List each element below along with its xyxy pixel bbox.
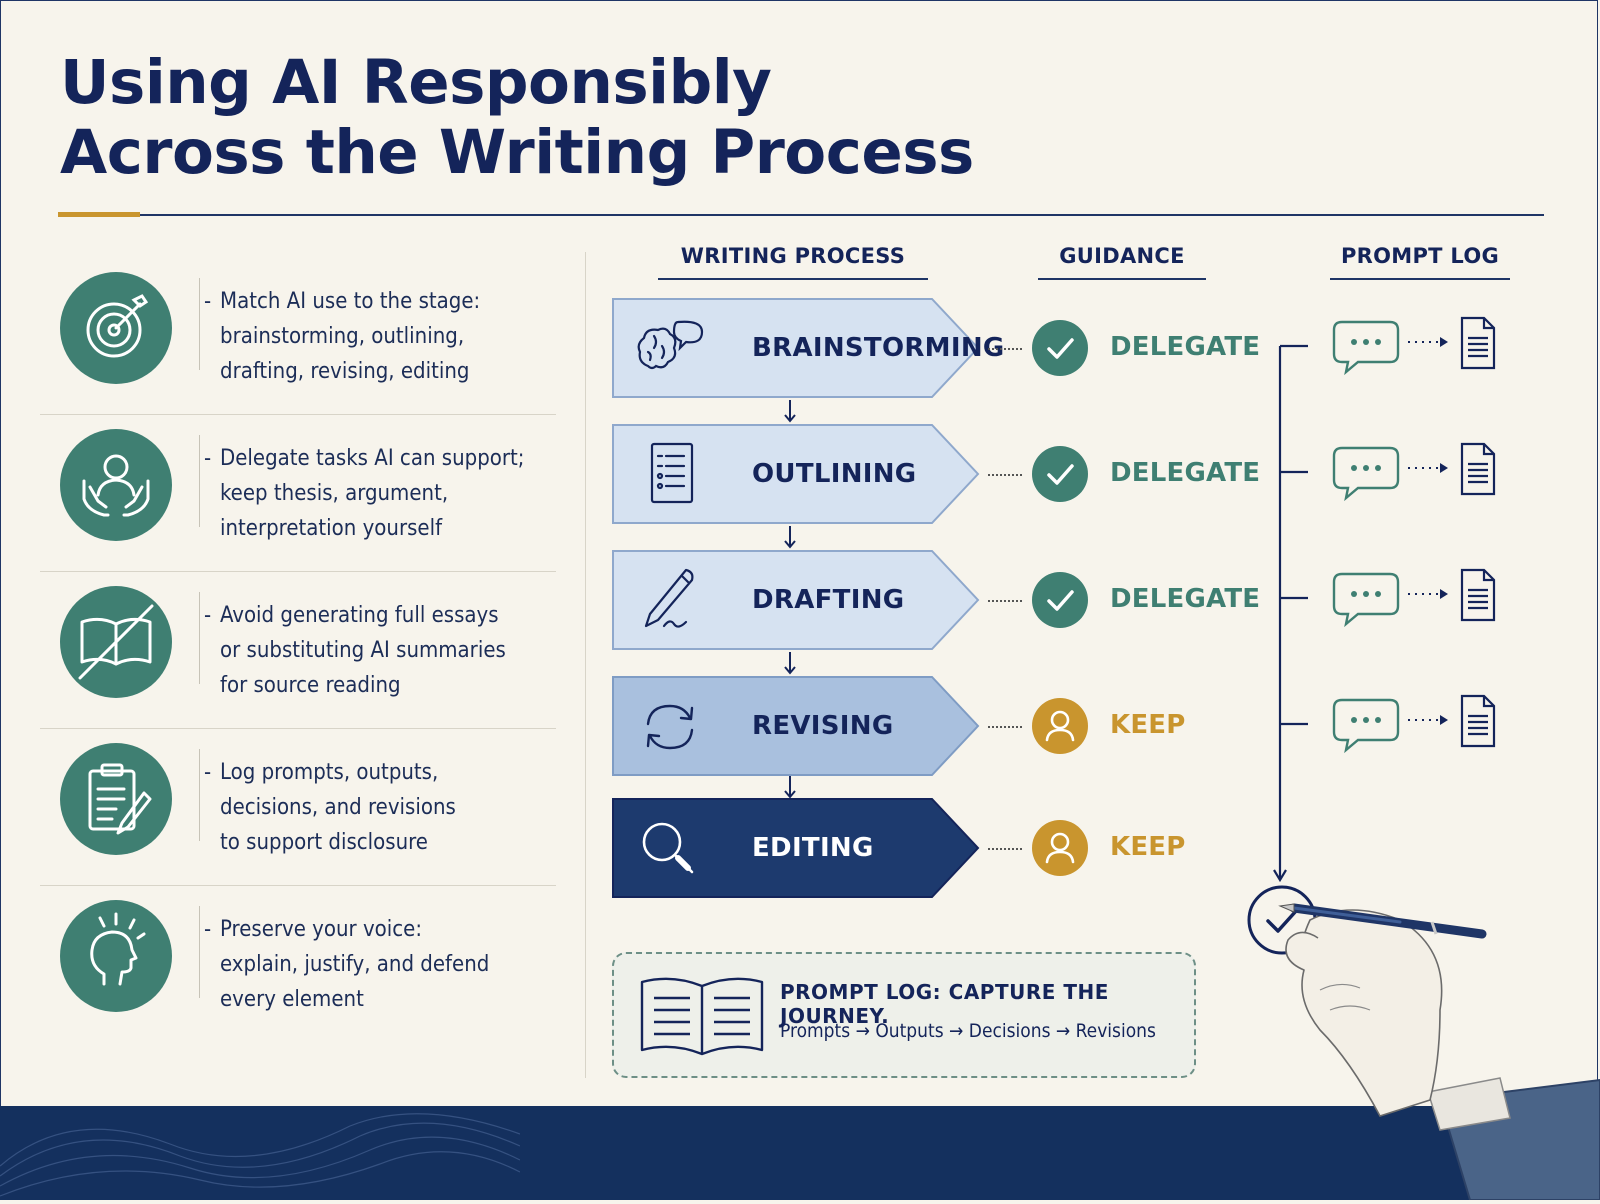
title-line-1: Using AI Responsibly — [60, 47, 772, 118]
callout-title: PROMPT LOG: CAPTURE THE JOURNEY. — [780, 980, 1109, 1028]
principle-text: - Avoid generating full essays or substi… — [204, 603, 506, 698]
stage-label: OUTLINING — [752, 459, 917, 489]
prompt-log-entry — [1290, 688, 1520, 758]
principle-item: - Delegate tasks AI can support; keep th… — [40, 415, 556, 572]
principle-item: - Match AI use to the stage: brainstormi… — [40, 258, 556, 415]
principle-item: - Log prompts, outputs, decisions, and r… — [40, 729, 556, 886]
prompt-log-entry — [1290, 562, 1520, 632]
person-icon — [1032, 698, 1088, 754]
principle-text: - Preserve your voice: explain, justify,… — [204, 917, 490, 1012]
outline-list-icon — [650, 442, 694, 504]
target-icon — [60, 272, 172, 384]
flow-arrow — [784, 776, 796, 799]
check-icon — [1032, 446, 1088, 502]
dotted-connector — [988, 848, 1022, 850]
callout-flow: Prompts → Outputs → Decisions → Revision… — [780, 1020, 1156, 1042]
flow-arrow — [784, 652, 796, 675]
check-icon — [1032, 320, 1088, 376]
stage-label: DRAFTING — [752, 585, 905, 615]
page-title: Using AI Responsibly Across the Writing … — [60, 48, 974, 188]
column-divider — [585, 252, 586, 1078]
principle-item: - Avoid generating full essays or substi… — [40, 572, 556, 729]
stage-drafting: DRAFTING — [612, 550, 980, 650]
flow-arrow — [784, 526, 796, 549]
brain-speech-icon — [637, 320, 704, 370]
principle-text: - Delegate tasks AI can support; keep th… — [204, 446, 525, 541]
dotted-connector — [988, 348, 1022, 350]
title-rule-accent — [58, 212, 140, 217]
pen-icon — [644, 568, 694, 628]
column-header-guidance: GUIDANCE — [1038, 244, 1206, 280]
principle-divider — [199, 906, 200, 998]
head-voice-icon — [60, 900, 172, 1012]
stage-brainstorming: BRAINSTORMING — [612, 298, 1004, 398]
column-header-process: WRITING PROCESS — [658, 244, 928, 280]
principle-divider — [199, 435, 200, 527]
check-icon — [1032, 572, 1088, 628]
chat-bubble-icon — [1332, 572, 1400, 628]
stage-editing: EDITING — [612, 798, 980, 898]
principle-divider — [199, 278, 200, 370]
principle-item: - Preserve your voice: explain, justify,… — [40, 886, 556, 1042]
dotted-connector — [988, 726, 1022, 728]
principle-text: - Match AI use to the stage: brainstormi… — [204, 289, 481, 384]
document-icon — [1460, 442, 1496, 496]
hand-pen-illustration — [1278, 903, 1600, 1200]
guidance-label: KEEP — [1110, 710, 1186, 740]
guidance-label: DELEGATE — [1110, 332, 1261, 362]
person-icon — [1032, 820, 1088, 876]
chat-bubble-icon — [1332, 320, 1400, 376]
chat-bubble-icon — [1332, 446, 1400, 502]
prompt-log-callout: PROMPT LOG: CAPTURE THE JOURNEY. Prompts… — [612, 952, 1196, 1078]
stage-label: REVISING — [752, 711, 894, 741]
document-icon — [1460, 694, 1496, 748]
stage-revising: REVISING — [612, 676, 980, 776]
guidance-label: KEEP — [1110, 832, 1186, 862]
title-rule — [58, 214, 1544, 216]
clipboard-pencil-icon — [60, 743, 172, 855]
column-header-log: PROMPT LOG — [1330, 244, 1510, 280]
chat-bubble-icon — [1332, 698, 1400, 754]
footer-band — [0, 1106, 1600, 1200]
principle-text: - Log prompts, outputs, decisions, and r… — [204, 760, 456, 855]
flow-arrow — [784, 400, 796, 423]
no-book-icon — [60, 586, 172, 698]
open-book-icon — [640, 977, 764, 1056]
refresh-icon — [646, 704, 694, 750]
principles-list: - Match AI use to the stage: brainstormi… — [40, 258, 556, 1042]
magnifier-icon — [642, 822, 694, 874]
principle-divider — [199, 592, 200, 684]
dotted-connector — [988, 474, 1022, 476]
principle-divider — [199, 749, 200, 841]
title-line-2: Across the Writing Process — [60, 117, 974, 188]
person-hands-icon — [60, 429, 172, 541]
prompt-log-entry — [1290, 436, 1520, 506]
stage-outlining: OUTLINING — [612, 424, 980, 524]
stage-label: EDITING — [752, 833, 874, 863]
dotted-connector — [988, 600, 1022, 602]
guidance-label: DELEGATE — [1110, 458, 1261, 488]
document-icon — [1460, 568, 1496, 622]
guidance-label: DELEGATE — [1110, 584, 1261, 614]
prompt-log-entry — [1290, 310, 1520, 380]
document-icon — [1460, 316, 1496, 370]
stage-label: BRAINSTORMING — [752, 333, 1005, 363]
prompt-log-timeline — [1273, 344, 1308, 883]
